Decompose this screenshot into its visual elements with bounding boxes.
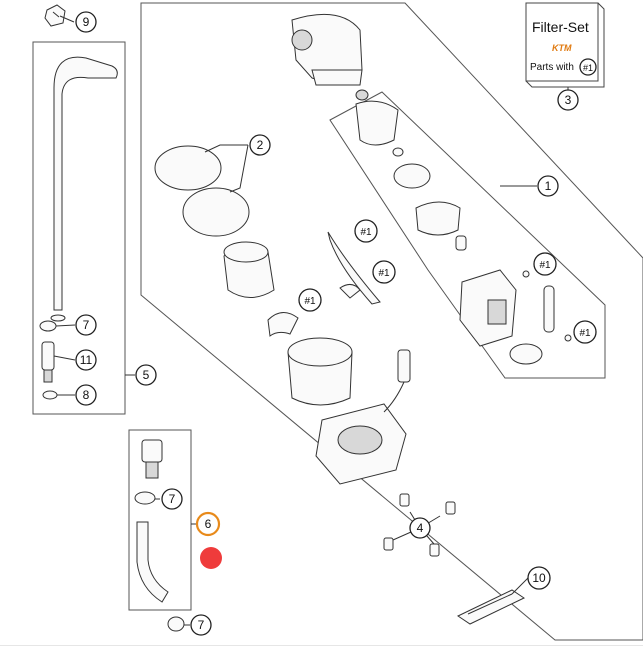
callout-1-label: 1	[545, 179, 552, 193]
motor-oring	[509, 343, 543, 365]
callout-1[interactable]: 1	[537, 175, 559, 197]
clamp-part-7-c	[167, 616, 185, 632]
callout-5-label: 5	[143, 368, 150, 382]
callout-8[interactable]: 8	[75, 384, 97, 406]
tiny-seal-b	[564, 334, 572, 342]
callout-ref-1b[interactable]: #1	[372, 260, 396, 284]
bolt-part-4-d	[383, 537, 394, 551]
callout-7-b[interactable]: 7	[161, 488, 183, 510]
red-dot-marker[interactable]	[200, 547, 222, 569]
part-6-frame	[128, 429, 192, 611]
connector-part-11	[41, 341, 55, 383]
filter-set-card: Filter-Set KTM Parts with #1	[525, 2, 605, 91]
callout-11-label: 11	[80, 353, 93, 367]
callout-3[interactable]: 3	[557, 89, 579, 111]
oring-part-2-a	[154, 145, 222, 191]
callout-ref-1a[interactable]: #1	[354, 219, 378, 243]
oring-part-8	[42, 390, 58, 400]
callout-5[interactable]: 5	[135, 364, 157, 386]
callout-7-c-label: 7	[198, 618, 205, 632]
callout-3-label: 3	[565, 93, 572, 107]
hose-connector-part-6	[141, 439, 163, 479]
callout-ref-1c-label: #1	[304, 296, 316, 307]
oring-large	[393, 163, 431, 189]
callout-7-b-label: 7	[169, 492, 176, 506]
callout-ref-1d[interactable]: #1	[533, 252, 557, 276]
card-brand: KTM	[552, 43, 572, 53]
callout-ref-1c[interactable]: #1	[298, 288, 322, 312]
callout-4[interactable]: 4	[409, 517, 431, 539]
pump-assembly-frame	[140, 2, 643, 641]
callout-7-a-label: 7	[83, 318, 90, 332]
bottom-divider	[0, 645, 643, 646]
callout-4-label: 4	[417, 521, 424, 535]
pump-top-housing	[291, 13, 363, 86]
callout-8-label: 8	[83, 388, 90, 402]
pipe-part-5	[50, 56, 118, 322]
clip-part-9	[44, 4, 66, 27]
callout-6-highlighted[interactable]: 6	[195, 511, 221, 537]
callout-7-c[interactable]: 7	[190, 614, 212, 636]
clamp-part-7-a	[39, 320, 57, 332]
regulator-cap	[415, 201, 461, 236]
card-title: Filter-Set	[532, 19, 589, 35]
filter-cylinder	[223, 241, 275, 298]
filter-element	[355, 89, 399, 146]
callout-ref-1e[interactable]: #1	[573, 320, 597, 344]
card-ref-label: #1	[583, 63, 593, 73]
callout-ref-1d-label: #1	[539, 260, 551, 271]
callout-2-label: 2	[257, 138, 264, 152]
clamp-part-7-b	[134, 491, 156, 505]
motor-pin	[543, 285, 555, 333]
gasket-sheet	[327, 231, 381, 305]
pump-lower-housing	[287, 337, 353, 406]
callout-6-label: 6	[205, 517, 212, 531]
tiny-seal-a	[522, 270, 530, 278]
callout-10-label: 10	[532, 571, 546, 585]
oring-part-2-b	[182, 187, 250, 237]
callout-2[interactable]: 2	[249, 134, 271, 156]
small-oring-a	[392, 147, 404, 157]
clip-piece	[339, 284, 361, 299]
callout-9-label: 9	[83, 15, 90, 29]
callout-ref-1e-label: #1	[579, 328, 591, 339]
filter-group-frame	[329, 91, 606, 379]
card-ref-callout: #1	[579, 58, 597, 76]
decal-part-10	[456, 589, 526, 625]
callout-9[interactable]: 9	[75, 11, 97, 33]
hose-part-6	[136, 521, 169, 603]
small-pin	[455, 235, 467, 251]
callout-10[interactable]: 10	[527, 566, 551, 590]
bolt-part-4-a	[399, 493, 410, 507]
part-5-frame	[32, 41, 126, 415]
callout-ref-1b-label: #1	[378, 268, 390, 279]
retaining-clip	[267, 312, 299, 337]
callout-7-a[interactable]: 7	[75, 314, 97, 336]
callout-11[interactable]: 11	[75, 349, 97, 371]
pump-flange-plate	[315, 349, 411, 485]
bolt-part-4-c	[429, 543, 440, 557]
pump-motor	[459, 269, 517, 347]
card-subtitle: Parts with	[530, 62, 574, 73]
callout-ref-1a-label: #1	[360, 227, 372, 238]
bolt-part-4-b	[445, 501, 456, 515]
